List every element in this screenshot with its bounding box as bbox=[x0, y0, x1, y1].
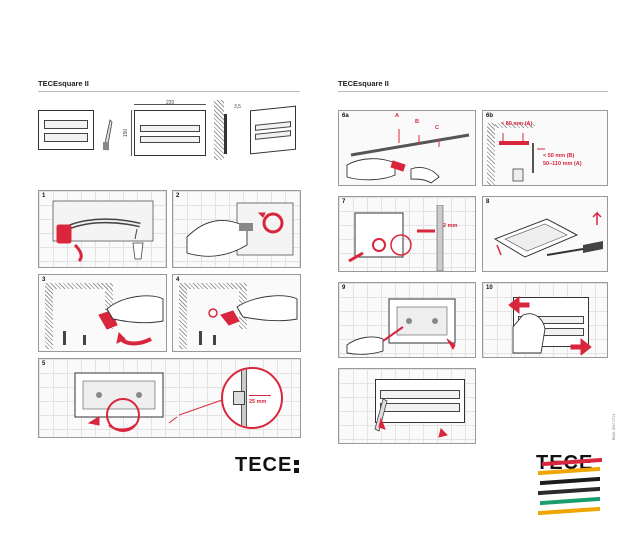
flush-key-small bbox=[255, 130, 291, 140]
step-number: 8 bbox=[486, 199, 490, 205]
logo-dots bbox=[294, 460, 299, 474]
measure-label: 25 mm bbox=[249, 399, 267, 405]
left-page: TECEsquare II 220 150 3,5 bbox=[0, 0, 316, 534]
measure-line bbox=[249, 395, 271, 396]
step-number: 5 bbox=[42, 361, 46, 367]
step-5-panel: 5 25 mm bbox=[38, 358, 301, 438]
logo-stripe-black bbox=[540, 476, 600, 486]
step-number: 2 bbox=[176, 193, 180, 199]
step-number: 4 bbox=[176, 277, 180, 283]
dimension-overview: 220 150 3,5 bbox=[38, 100, 300, 166]
step-number: 6a bbox=[342, 113, 349, 119]
flush-key-small bbox=[44, 133, 88, 142]
logo-stripes bbox=[538, 457, 604, 520]
ceiling-section bbox=[495, 123, 535, 128]
wall-section bbox=[487, 123, 495, 185]
hand-pressing-plate bbox=[512, 313, 546, 354]
step-number: 3 bbox=[42, 277, 46, 283]
ceiling-section bbox=[53, 283, 113, 289]
flush-plate-perspective bbox=[250, 105, 296, 155]
step-number: 1 bbox=[42, 193, 46, 199]
step-number: 6b bbox=[486, 113, 494, 119]
hand-adjusting-bracket bbox=[199, 295, 298, 345]
logo-stripe-green bbox=[540, 496, 600, 506]
height-dimension: 150 bbox=[123, 128, 130, 138]
label-b: B bbox=[415, 119, 419, 125]
cutting-rail-illustration bbox=[346, 129, 470, 184]
wall-section bbox=[45, 283, 53, 349]
release-tool-illustration bbox=[374, 398, 448, 438]
page-title-left: TECEsquare II bbox=[38, 79, 89, 88]
flush-plate-front-small bbox=[38, 110, 94, 150]
document-code: EN01 0047 0714 bbox=[612, 413, 616, 440]
width-dimension: 220 bbox=[166, 100, 175, 106]
plate-side-profile bbox=[224, 114, 227, 154]
logo-dot bbox=[294, 468, 299, 473]
wall-section bbox=[214, 100, 224, 160]
page-title-right: TECEsquare II bbox=[338, 79, 389, 88]
flush-key-large bbox=[380, 390, 460, 399]
flush-key-large bbox=[140, 125, 200, 132]
depth-dimension: 3,5 bbox=[234, 104, 241, 110]
screwdriver-plate-illustration bbox=[493, 211, 603, 258]
ceiling-section bbox=[187, 283, 247, 289]
step-1-panel: 1 bbox=[38, 190, 167, 268]
spacer-block bbox=[233, 391, 245, 405]
detail-zoom-circle: 25 mm bbox=[221, 367, 283, 429]
frame-inserting-illustration bbox=[346, 298, 456, 355]
gap-measure: 2 mm bbox=[443, 223, 458, 229]
logo-dot bbox=[294, 460, 299, 465]
frame-mounting-illustration bbox=[348, 205, 444, 271]
key-tool-icon bbox=[103, 119, 113, 151]
height-dimension-line bbox=[131, 110, 132, 156]
rail-position-illustration bbox=[499, 133, 545, 182]
note-max-80: < 80 mm (A) bbox=[501, 121, 533, 127]
tece-logo: TECE bbox=[235, 454, 293, 476]
step-2-panel: 2 bbox=[172, 190, 301, 268]
hand-inserting-bracket bbox=[63, 295, 164, 346]
note-range: 50–110 mm (A) bbox=[543, 161, 582, 167]
hose-illustration bbox=[52, 200, 154, 263]
step-10-panel: 10 bbox=[482, 282, 608, 358]
step-3-panel: 3 bbox=[38, 274, 167, 352]
step-6b-panel: 6b < 80 mm (A) < 50 mm (B) 50–110 mm (A) bbox=[482, 110, 608, 186]
hand-connecting-hose bbox=[186, 202, 294, 257]
logo-stripe-dark bbox=[538, 486, 600, 496]
header-rule-left bbox=[38, 91, 300, 92]
flush-key-small bbox=[140, 136, 200, 143]
wall-section bbox=[179, 283, 187, 349]
step-number: 7 bbox=[342, 199, 346, 205]
flush-plate-front bbox=[134, 110, 206, 156]
step-4-panel: 4 bbox=[172, 274, 301, 352]
press-arrows bbox=[508, 295, 592, 355]
mounting-frame-illustration bbox=[74, 372, 178, 432]
label-c: C bbox=[435, 125, 439, 131]
right-page: TECEsquare II 6a A B C 6b < 80 mm (A) < … bbox=[316, 0, 632, 534]
flush-plate-removal bbox=[375, 379, 465, 423]
width-dimension-line bbox=[134, 104, 206, 105]
logo-stripe-orange bbox=[538, 466, 600, 476]
step-6a-panel: 6a A B C bbox=[338, 110, 476, 186]
logo-stripe-red bbox=[542, 457, 602, 467]
step-7-panel: 7 2 mm bbox=[338, 196, 476, 272]
removal-panel bbox=[338, 368, 476, 444]
note-max-50: < 50 mm (B) bbox=[543, 153, 575, 159]
flush-key-large bbox=[44, 120, 88, 129]
logo-stripe-orange-bottom bbox=[538, 506, 600, 516]
label-a: A bbox=[395, 113, 399, 119]
step-8-panel: 8 bbox=[482, 196, 608, 272]
step-number: 10 bbox=[486, 285, 493, 291]
step-9-panel: 9 bbox=[338, 282, 476, 358]
detail-callout-line bbox=[179, 398, 226, 416]
step-number: 9 bbox=[342, 285, 346, 291]
header-rule-right bbox=[338, 91, 608, 92]
flush-key-large bbox=[255, 121, 291, 131]
